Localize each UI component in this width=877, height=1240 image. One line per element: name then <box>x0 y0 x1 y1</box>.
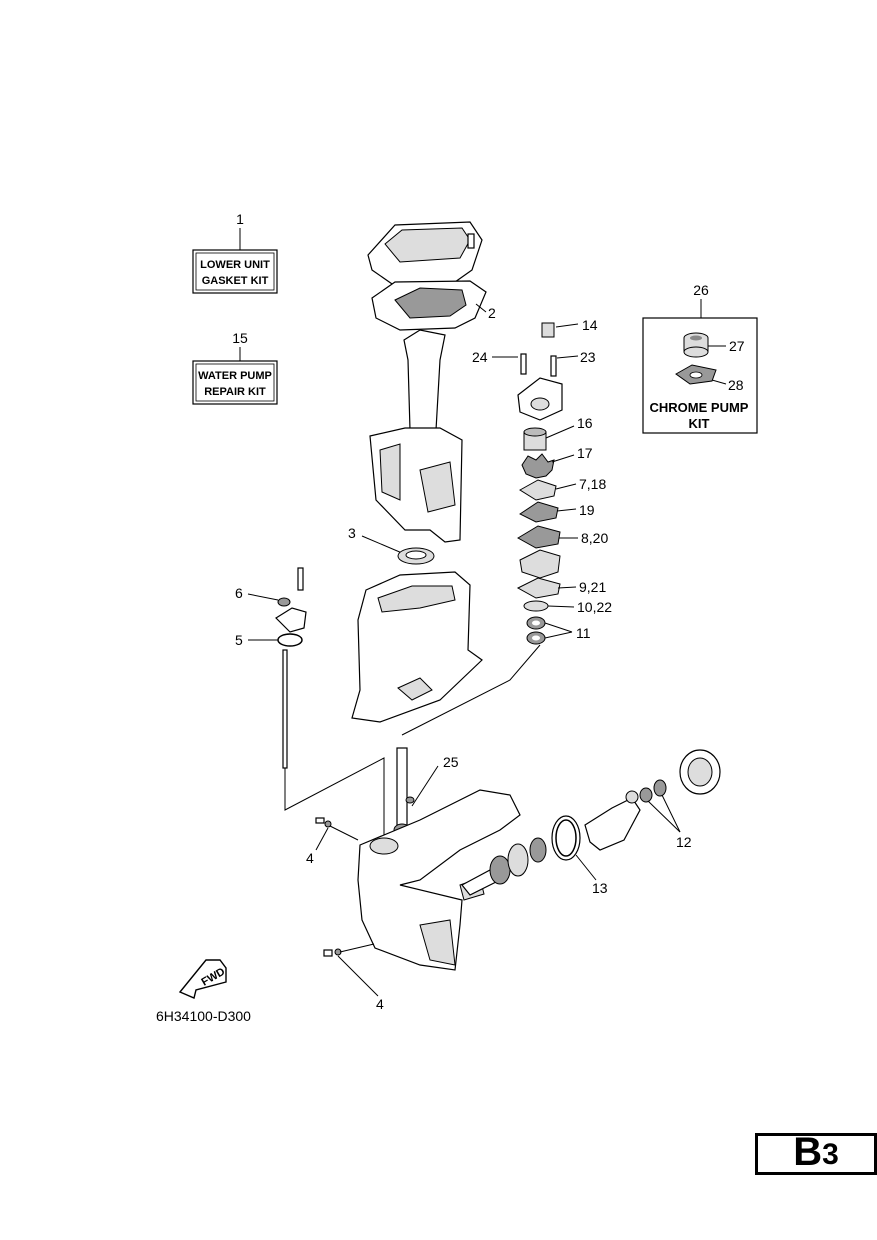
callout-2: 2 <box>488 305 496 321</box>
kit-label-line1: WATER PUMP <box>198 370 272 382</box>
water-pump-repair-kit: 15 WATER PUMP REPAIR KIT <box>192 330 278 405</box>
kit-label-line2: REPAIR KIT <box>204 386 266 398</box>
callout-26: 26 <box>693 282 709 298</box>
part-3-seal: 3 <box>348 525 435 565</box>
callout-14: 14 <box>582 317 598 333</box>
callout-27: 27 <box>729 338 745 354</box>
callout-12: 12 <box>676 834 692 850</box>
page-id-number: 3 <box>822 1138 839 1171</box>
callout-4a: 4 <box>306 850 314 866</box>
lower-unit-gasket-kit: 1 LOWER UNIT GASKET KIT <box>192 211 278 294</box>
callout-16: 16 <box>577 415 593 431</box>
kit-label-line2: GASKET KIT <box>202 275 269 287</box>
part-4-screws: 4 4 <box>306 817 384 1012</box>
callout-25: 25 <box>443 754 459 770</box>
callout-6: 6 <box>235 585 243 601</box>
upper-casing-cover: 2 <box>367 221 496 331</box>
callout-19: 19 <box>579 502 595 518</box>
callout-1: 1 <box>236 211 244 227</box>
callout-15: 15 <box>232 330 248 346</box>
callout-24: 24 <box>472 349 488 365</box>
propeller-shaft-parts: 13 12 <box>461 749 721 896</box>
callout-13: 13 <box>592 880 608 896</box>
callout-17: 17 <box>577 445 593 461</box>
water-pump-stack: 14 24 23 16 17 7,18 19 8,20 <box>472 317 612 645</box>
diagram-code: 6H34100-D300 <box>156 1008 251 1024</box>
callout-9-21: 9,21 <box>579 579 606 595</box>
kit-label-line2: KIT <box>689 416 710 431</box>
chrome-pump-kit: 26 27 28 CHROME PUMP KIT <box>642 282 758 434</box>
callout-11: 11 <box>576 625 591 641</box>
callout-23: 23 <box>580 349 596 365</box>
kit-label-line1: CHROME PUMP <box>650 400 749 415</box>
callout-10-22: 10,22 <box>577 599 612 615</box>
callout-4b: 4 <box>376 996 384 1012</box>
callout-3: 3 <box>348 525 356 541</box>
lower-housing <box>351 571 483 723</box>
kit-label-line1: LOWER UNIT <box>200 259 270 271</box>
page-id-letter: B <box>793 1130 823 1174</box>
fwd-arrow-icon: FWD <box>178 959 227 999</box>
callout-5: 5 <box>235 632 243 648</box>
callout-7-18: 7,18 <box>579 476 606 492</box>
driveshaft-housing <box>369 329 463 543</box>
part-5-6-assembly: 6 5 <box>235 567 307 769</box>
callout-8-20: 8,20 <box>581 530 608 546</box>
callout-28: 28 <box>728 377 744 393</box>
page-id-badge: B 3 <box>755 1130 877 1175</box>
